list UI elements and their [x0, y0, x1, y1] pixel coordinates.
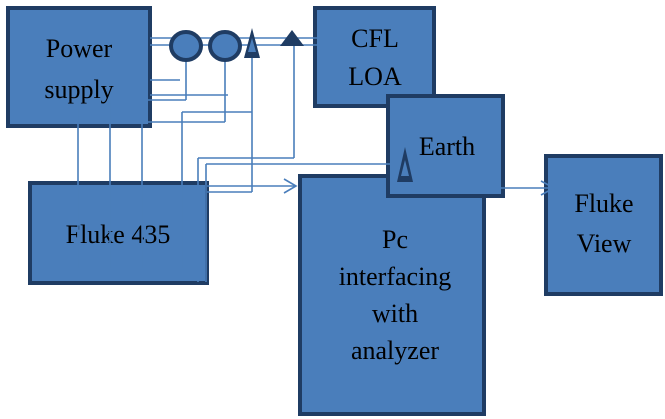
fluke-view-label-line1: Fluke — [574, 189, 633, 218]
current-clamp-icon — [208, 30, 242, 62]
fluke-view-block: Fluke View — [544, 154, 663, 296]
fluke-to-pc-arrowhead — [283, 178, 298, 194]
power-supply-label-line1: Power — [46, 34, 113, 63]
cfl-load-block: CFL LOA — [313, 6, 436, 108]
fluke-435-label: Fluke 435 — [66, 220, 171, 249]
cfl-load-label-line1: CFL — [351, 24, 399, 53]
pc-interface-label-line4: analyzer — [351, 336, 439, 365]
cfl-load-label-line2: LOA — [348, 62, 402, 91]
pc-interface-label-line2: interfacing — [339, 262, 452, 291]
voltage-probe-icon — [280, 30, 304, 46]
fluke-435-block: Fluke 435 — [28, 181, 209, 285]
pc-interface-label-line1: Pc — [382, 225, 408, 254]
earth-label: Earth — [419, 132, 475, 161]
power-supply-label-line2: supply — [44, 75, 113, 104]
earth-probe-icon — [397, 147, 413, 182]
power-supply-block: Power supply — [6, 6, 152, 128]
voltage-probe-icon — [244, 28, 260, 58]
pc-to-flukeview-arrowhead — [540, 180, 556, 196]
current-clamp-icon — [169, 30, 203, 62]
fluke-view-label-line2: View — [577, 229, 632, 258]
pc-interface-block: Pc interfacing with analyzer — [298, 174, 486, 416]
pc-interface-label-line3: with — [372, 299, 418, 328]
